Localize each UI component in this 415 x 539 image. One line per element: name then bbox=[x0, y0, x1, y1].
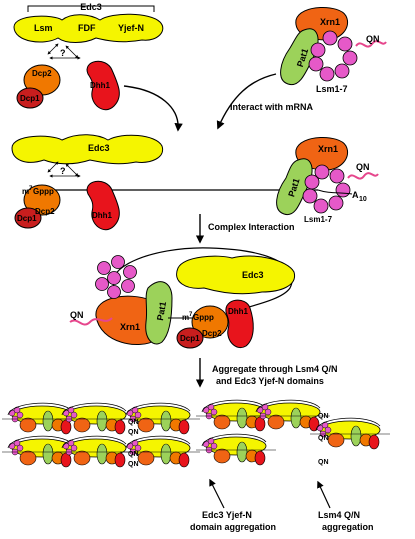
stage2-cap-gppp: Gppp bbox=[33, 187, 54, 196]
stage1-dcp2-label: Dcp2 bbox=[32, 69, 52, 78]
stage2-pat1-shape bbox=[276, 158, 313, 216]
lsm4-aggregation-label-line2: aggregation bbox=[322, 522, 374, 532]
stage3-dcp1-shape bbox=[176, 327, 204, 349]
stage3-dcp1-label: Dcp1 bbox=[180, 334, 200, 343]
stage2-edc3-label: Edc3 bbox=[88, 143, 110, 153]
stage3-edc3-shape bbox=[176, 255, 296, 295]
svg-text:QN: QN bbox=[128, 429, 139, 436]
edc3-aggregation-label-line2: domain aggregation bbox=[190, 522, 276, 532]
svg-text:QN: QN bbox=[318, 413, 329, 420]
stage2-question-arrows bbox=[47, 161, 81, 178]
stage2-dhh1-shape bbox=[86, 180, 120, 231]
stage3-dhh1-shape bbox=[225, 299, 254, 348]
stage2-question-mark: ? bbox=[60, 166, 66, 176]
stage2-polya-sub: 10 bbox=[359, 196, 367, 203]
stage1-question-arrows bbox=[47, 43, 81, 60]
stage2-qn-label: QN bbox=[356, 162, 370, 172]
stage3-edc3-label: Edc3 bbox=[242, 270, 264, 280]
lsm4-aggregation-arrow bbox=[317, 480, 331, 509]
step1-label: Interact with mRNA bbox=[230, 102, 314, 112]
domain-lsm-label: Lsm bbox=[34, 23, 53, 33]
svg-text:QN: QN bbox=[318, 459, 329, 466]
stage1-edc3-bracket bbox=[27, 5, 155, 12]
stage1-arrow-right bbox=[216, 73, 277, 130]
aggregate-qn-labels: QN QN QN QN QN QN QN bbox=[128, 413, 329, 468]
stage2-edc3-shape bbox=[11, 134, 164, 165]
domain-yjef-label: Yjef-N bbox=[118, 23, 144, 33]
stage3-cap-gppp: Gppp bbox=[193, 313, 214, 322]
stage2-dcp1-shape bbox=[14, 207, 42, 229]
stage1-lsm-ring-label: Lsm1-7 bbox=[316, 84, 348, 94]
stage3-dhh1-label: Dhh1 bbox=[228, 307, 249, 316]
stage3-mrna-loop bbox=[112, 247, 293, 313]
svg-text:QN: QN bbox=[128, 451, 139, 458]
lsm4-aggregation-label-line1: Lsm4 Q/N bbox=[318, 510, 360, 520]
stage2-xrn1-label: Xrn1 bbox=[318, 144, 338, 154]
step3-label-line1: Aggregate through Lsm4 Q/N bbox=[212, 364, 338, 374]
stage3-qn-tail bbox=[69, 317, 113, 326]
stage2-cap-m: m bbox=[22, 187, 29, 196]
stage2-polya-label: A bbox=[352, 190, 359, 200]
stage3-dcp2-shape bbox=[191, 305, 229, 339]
aggregate-cluster-left bbox=[1, 402, 137, 468]
stage3-qn-label: QN bbox=[70, 310, 84, 320]
svg-text:QN: QN bbox=[128, 419, 139, 426]
stage3-lsm-ring bbox=[95, 255, 137, 299]
step2-label: Complex Interaction bbox=[208, 222, 295, 232]
stage1-dhh1-shape bbox=[86, 60, 120, 111]
stage1-edc3-shape bbox=[13, 13, 164, 43]
edc3-aggregation-label-line1: Edc3 Yjef-N bbox=[202, 510, 252, 520]
stage2-dcp1-label: Dcp1 bbox=[17, 214, 37, 223]
stage1-edc3-title: Edc3 bbox=[80, 2, 102, 12]
stage2-qn-tail bbox=[347, 172, 379, 180]
stage3-dcp2-label: Dcp2 bbox=[202, 329, 222, 338]
stage2-lsm-ring-label: Lsm1-7 bbox=[304, 215, 333, 224]
stage3-xrn1-label: Xrn1 bbox=[120, 322, 140, 332]
edc3-aggregation-arrow bbox=[209, 478, 225, 509]
domain-fdf-label: FDF bbox=[78, 23, 96, 33]
stage3-pat1-label: Pat1 bbox=[155, 301, 168, 321]
stage1-xrn1-label: Xrn1 bbox=[320, 17, 340, 27]
svg-text:QN: QN bbox=[128, 461, 139, 468]
stage2-dhh1-label: Dhh1 bbox=[92, 211, 113, 220]
stage3-pat1-shape bbox=[145, 281, 173, 345]
stage2-dcp2-label: Dcp2 bbox=[35, 207, 55, 216]
svg-text:QN: QN bbox=[318, 435, 329, 442]
stage2-polya-tail bbox=[317, 189, 353, 195]
stage1-qn-label: QN bbox=[366, 34, 380, 44]
stage1-question-mark: ? bbox=[60, 48, 66, 58]
stage3-cap-m: m bbox=[182, 313, 189, 322]
stage1-lsm-ring bbox=[308, 30, 358, 82]
stage3-cap-sup: 7 bbox=[189, 312, 193, 318]
stage1-arrow-left bbox=[123, 85, 183, 132]
stage2-dcp2-shape bbox=[23, 184, 61, 216]
step3-label-line2: and Edc3 Yjef-N domains bbox=[216, 376, 324, 386]
stage1-qn-tail bbox=[355, 40, 387, 48]
stage1-dcp1-label: Dcp1 bbox=[20, 94, 40, 103]
stage1-dcp1-shape bbox=[16, 87, 44, 109]
stage2-cap-sup: 7 bbox=[29, 186, 33, 192]
stage1-dhh1-label: Dhh1 bbox=[90, 81, 111, 90]
aggregate-cluster-right bbox=[195, 399, 391, 466]
